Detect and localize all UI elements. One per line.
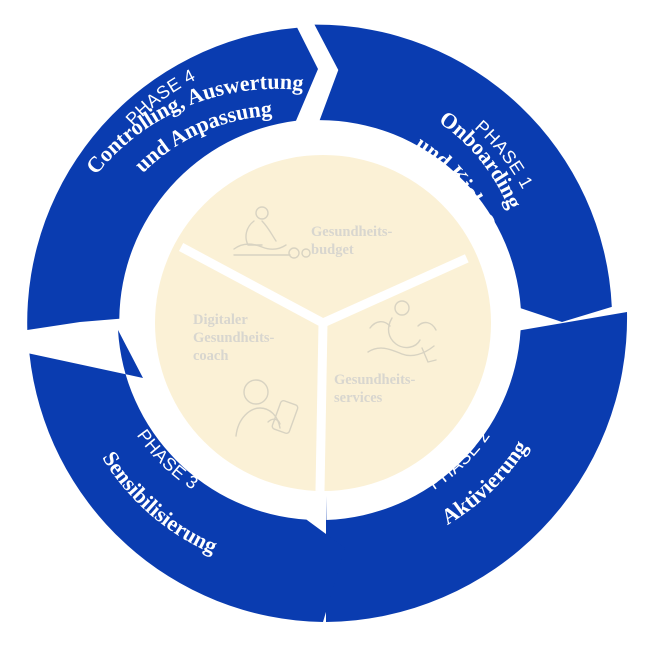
center-circle: Gesundheits-budgetGesundheits-servicesDi… [155, 155, 491, 492]
phase-4-segment[interactable] [27, 27, 319, 330]
phase-segments [27, 24, 628, 622]
massage-icon [233, 206, 311, 259]
center-segment-1-line-2: budget [311, 242, 354, 258]
phase-2-segment[interactable] [326, 312, 628, 622]
phase-1-segment[interactable] [314, 24, 612, 323]
phase-3-segment[interactable] [29, 330, 346, 622]
meditation-icon [367, 300, 437, 363]
phone-coach-icon [235, 379, 299, 437]
center-segment-3-line-3: coach [193, 348, 228, 364]
center-texts: Gesundheits-budgetGesundheits-servicesDi… [193, 224, 416, 406]
center-segment-3-line-2: Gesundheits- [193, 330, 275, 346]
center-divider-right [321, 254, 469, 328]
center-segment-2-line-2: services [334, 390, 383, 406]
center-divider-left [178, 243, 326, 327]
center-segment-3-line-1: Digitaler [193, 312, 248, 328]
center-segment-2-line-1: Gesundheits- [334, 372, 416, 388]
center-segment-1-line-1: Gesundheits- [311, 224, 393, 240]
center-divider-bottom [315, 322, 328, 492]
